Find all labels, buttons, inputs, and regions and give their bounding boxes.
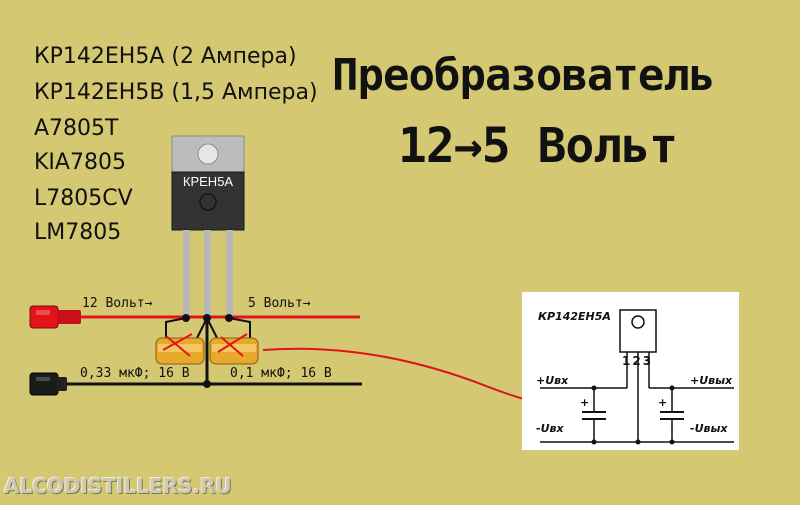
schematic-plus-output-cap: + [658, 396, 668, 409]
mounting-hole [197, 143, 219, 165]
schematic-chip-label: КР142ЕН5А [538, 310, 611, 323]
part-label-kia7805: KIA7805 [34, 150, 126, 175]
schematic-out-minus: -Uвых [690, 422, 728, 435]
lead-input [183, 230, 190, 316]
schematic-in-plus: +Uвх [536, 374, 569, 387]
cross-mark-input-cap [162, 333, 193, 357]
part-label-kr142en5a: КР142ЕН5А (2 Ампера) [34, 44, 297, 69]
schematic-plus-input-cap: + [580, 396, 590, 409]
part-label-lm7805: LM7805 [34, 220, 122, 245]
part-label-kr142en5v: КР142ЕН5В (1,5 Ампера) [34, 80, 318, 105]
regulator-body [171, 171, 245, 231]
lead-ground [204, 230, 211, 316]
title-line-1: Преобразователь [332, 50, 715, 101]
output-voltage-label: 5 Вольт→ [248, 296, 311, 311]
schematic-drawing [540, 309, 734, 445]
junction-ground-bottom [203, 380, 211, 388]
cross-mark-output-cap [217, 333, 248, 357]
red-probe-connector [29, 305, 81, 329]
input-capacitor [155, 337, 205, 365]
regulator-marking: КРЕН5А [182, 174, 234, 189]
lead-output [226, 230, 233, 316]
part-label-l7805cv: L7805CV [34, 186, 133, 211]
input-capacitor-label: 0,33 мкФ; 16 В [80, 366, 190, 381]
schematic-pin-numbers: 123 [622, 354, 654, 368]
schematic-panel: КР142ЕН5А 123 +Uвх -Uвх +Uвых -Uвых + + [522, 292, 739, 450]
output-capacitor-label: 0,1 мкФ; 16 В [230, 366, 332, 381]
schematic-out-plus: +Uвых [690, 374, 733, 387]
title-line-2: 12→5 Вольт [398, 118, 678, 174]
input-voltage-label: 12 Вольт→ [82, 296, 153, 311]
black-probe-connector [29, 372, 67, 396]
part-label-a7805t: A7805T [34, 116, 119, 141]
schematic-in-minus: -Uвх [536, 422, 564, 435]
watermark: ALCODISTILLERS.RU [4, 474, 232, 498]
schematic-chip-box [619, 309, 657, 353]
voltage-regulator-to220 [171, 135, 245, 316]
schematic-chip-hole [631, 315, 645, 329]
